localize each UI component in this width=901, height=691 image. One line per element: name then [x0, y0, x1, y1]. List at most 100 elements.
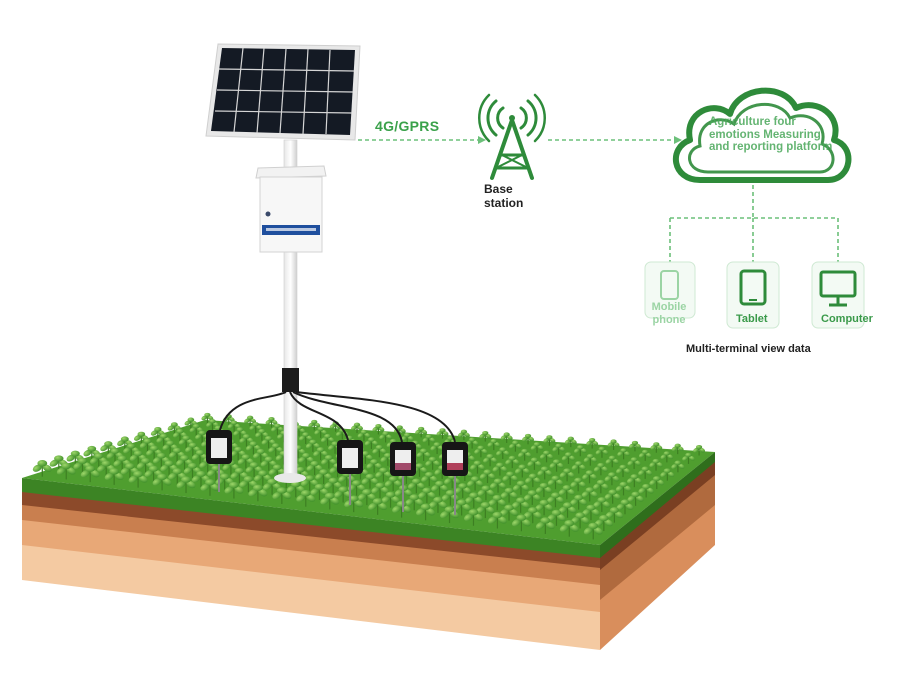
crop-plant: [32, 460, 52, 477]
crop-plant: [582, 504, 600, 521]
crop-plant: [49, 455, 68, 472]
crop-plant: [239, 434, 254, 447]
soil-sensors: [206, 430, 468, 515]
crop-plant: [320, 433, 335, 446]
crop-plant: [593, 462, 608, 476]
crop-plant: [227, 420, 241, 432]
crop-plant: [440, 506, 459, 524]
crop-plant: [185, 442, 201, 457]
crop-plant: [583, 453, 597, 466]
arrow-to-cloud-icon: [674, 136, 682, 144]
crop-plant: [310, 483, 329, 500]
crop-plant: [308, 419, 321, 431]
crop-plant: [80, 465, 100, 483]
crop-plant: [571, 461, 586, 474]
crop-plant: [615, 481, 632, 496]
crop-plant: [660, 468, 675, 481]
crop-plant: [547, 475, 564, 490]
monitoring-pole: [205, 43, 361, 483]
crop-plant: [537, 466, 553, 480]
crop-plant: [604, 472, 620, 486]
crop-plant: [559, 468, 575, 482]
crop-plant: [682, 452, 695, 464]
cloud-platform-icon: [672, 87, 852, 183]
crop-plant: [547, 509, 566, 526]
soil-block: [22, 420, 715, 650]
crop-plant: [344, 495, 364, 513]
crop-plant: [152, 473, 172, 491]
crop-plant: [586, 438, 599, 449]
crop-plant: [299, 432, 313, 445]
crop-plant: [626, 474, 642, 488]
crop-plant: [605, 455, 619, 468]
crop-plant: [470, 460, 485, 474]
crop-plant: [298, 452, 314, 467]
crop-plant: [539, 450, 554, 463]
crop-plant: [357, 489, 376, 506]
crop-plant: [476, 501, 495, 519]
terminals-caption: Multi-terminal view data: [686, 343, 811, 355]
crop-plant: [351, 422, 363, 434]
sensor-cables: [219, 391, 456, 443]
crop-plant: [244, 415, 257, 427]
crop-plant: [487, 511, 507, 529]
crop-plant: [483, 453, 498, 467]
crop-plant: [384, 476, 402, 491]
crop-plant: [454, 483, 472, 498]
crop-plant: [272, 487, 292, 504]
crop-plant: [627, 457, 641, 469]
crop-plant: [549, 459, 564, 472]
crop-plant: [189, 423, 203, 436]
crop-plant: [525, 473, 541, 488]
crop-plant: [693, 445, 706, 456]
crop-plant: [607, 439, 620, 450]
sensor-4: [442, 442, 468, 515]
crop-plant: [268, 464, 286, 480]
crop-plant: [671, 443, 684, 455]
crop-plant: [638, 449, 652, 461]
crop-plant: [320, 492, 340, 510]
crop-plant: [558, 502, 577, 518]
crop-plant: [581, 487, 598, 502]
crop-plant: [479, 469, 496, 484]
crop-plant: [638, 483, 654, 498]
crop-plant: [465, 492, 483, 508]
crop-plant: [593, 479, 609, 494]
crop-plant: [477, 485, 495, 501]
crop-plant: [616, 499, 634, 515]
crop-plant: [357, 429, 371, 441]
crop-plant: [617, 448, 630, 460]
crop-plant: [511, 497, 530, 513]
crop-plant: [464, 509, 483, 526]
crop-plant: [571, 512, 590, 529]
platform-label: Agriculture four emotions Measuring and …: [709, 116, 833, 153]
crop-plant: [416, 448, 431, 461]
crop-plant: [558, 485, 575, 500]
crop-plant: [511, 514, 531, 532]
crop-plant: [479, 431, 492, 442]
crop-plant: [547, 492, 564, 508]
crop-plant: [379, 431, 392, 443]
crop-plant: [559, 519, 579, 537]
crop-plant: [467, 476, 484, 491]
crop-plant: [313, 447, 328, 461]
base-station-label: Base station: [484, 182, 524, 210]
base-station-tower-icon: [478, 93, 546, 180]
crop-plant: [245, 462, 263, 478]
crop-plant: [595, 446, 609, 458]
crop-plant: [315, 469, 333, 484]
crop-plant: [89, 453, 108, 469]
crop-plant: [671, 460, 685, 473]
crop-plant: [394, 485, 413, 501]
crop-plant: [593, 497, 611, 512]
crop-plant: [191, 470, 211, 487]
crop-plant: [492, 462, 508, 476]
mobile-phone-label: Mobile phone: [651, 301, 687, 326]
crop-plant: [489, 478, 507, 493]
crop-plant: [113, 455, 131, 471]
crop-plant: [474, 445, 488, 458]
crop-plant: [582, 470, 597, 484]
crop-plant: [224, 481, 244, 499]
crop-plant: [136, 457, 155, 474]
